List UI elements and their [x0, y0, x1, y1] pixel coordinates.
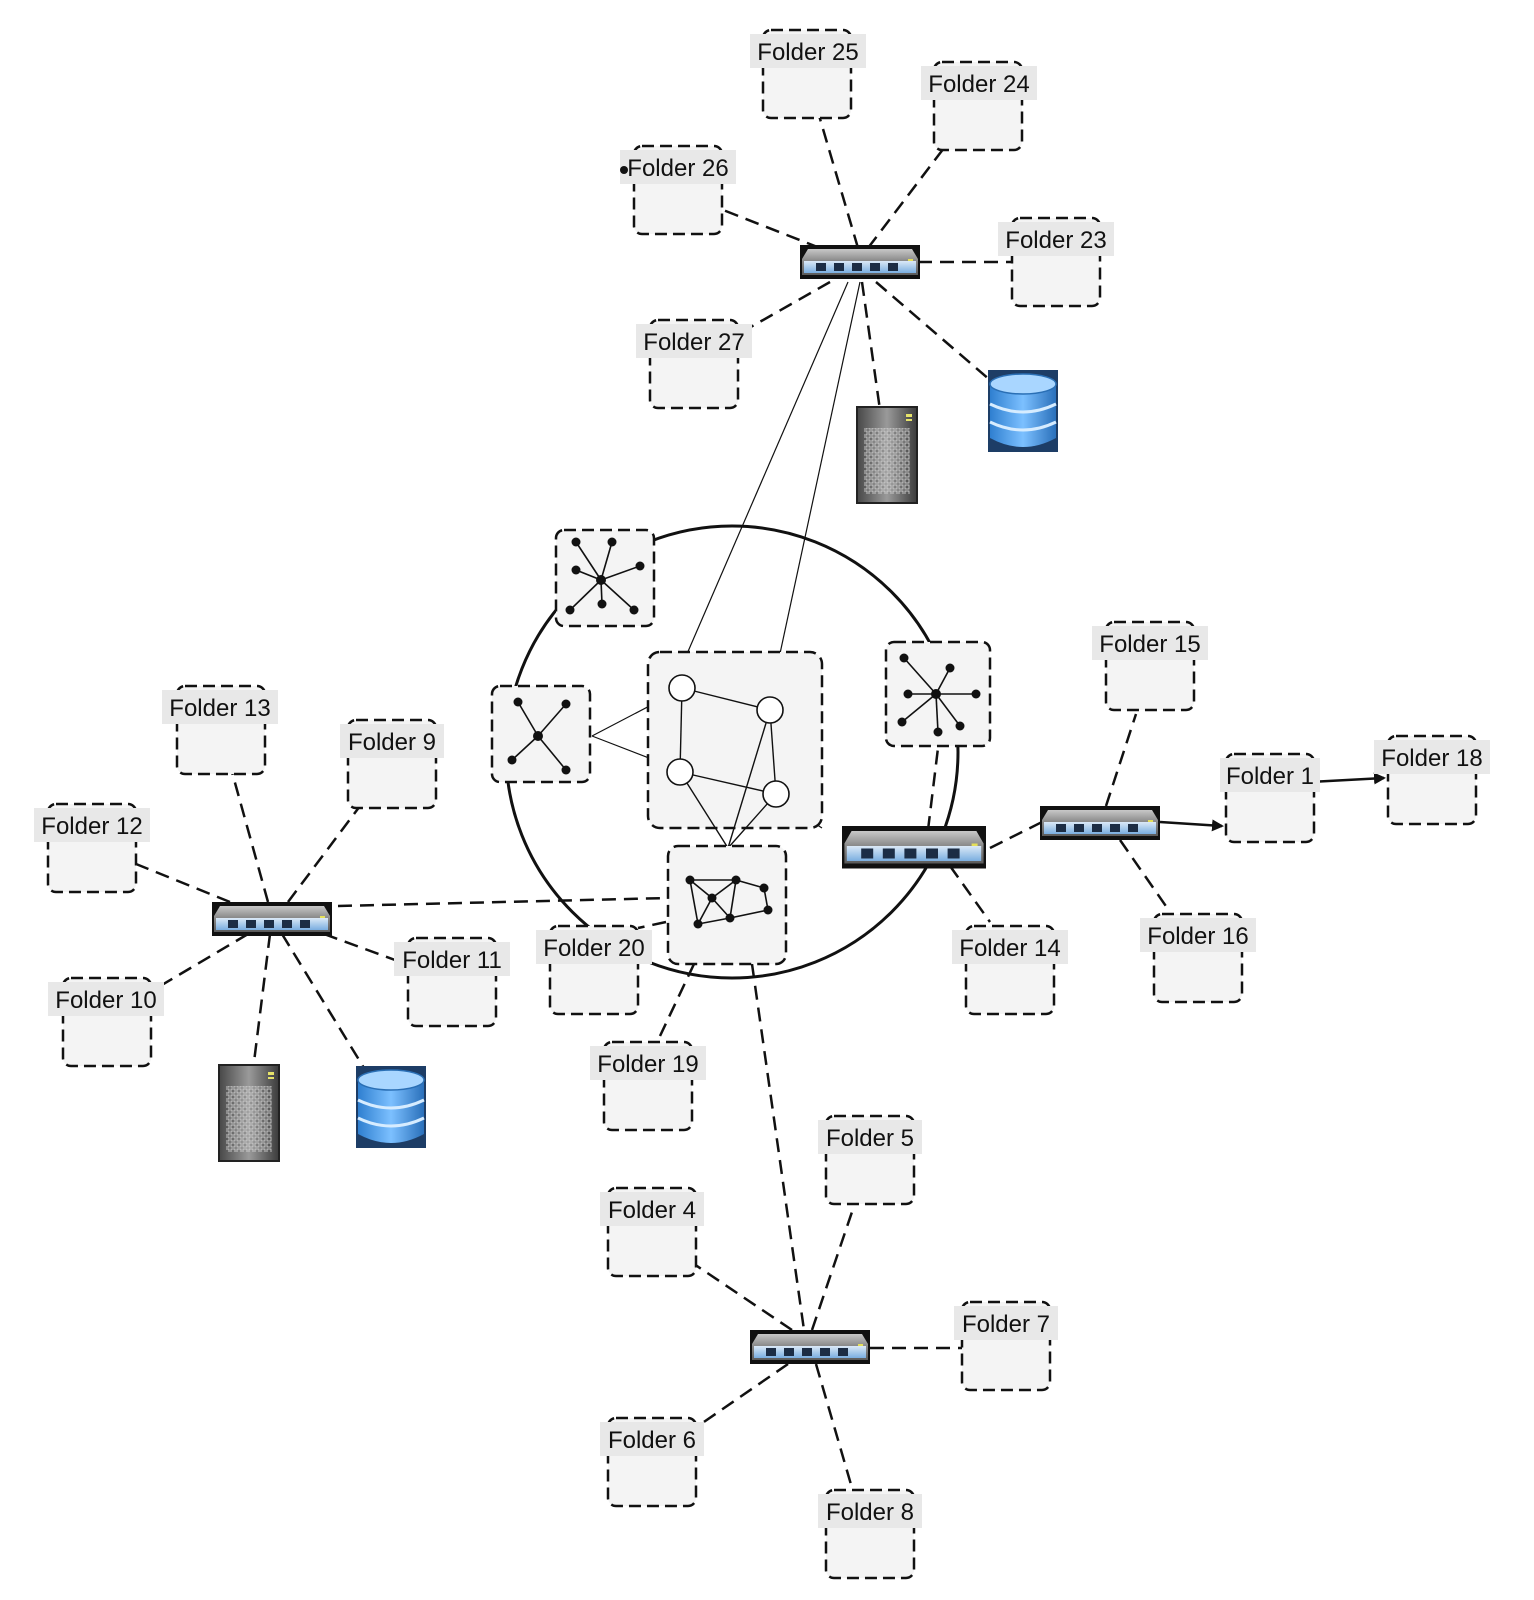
folder-24-label: Folder 24 — [928, 71, 1029, 98]
edge-mesh2-folder20 — [637, 920, 667, 930]
edge-left-switch-mesh2 — [337, 896, 669, 908]
star-network-icon[interactable] — [884, 640, 992, 748]
edge-left-switch-folder9 — [287, 805, 361, 903]
network-switch-icon[interactable] — [842, 826, 986, 869]
edge-mesh2-folder19 — [658, 963, 696, 1037]
edge-left-switch-folder13 — [230, 771, 270, 903]
folder-15[interactable]: Folder 15 — [1092, 620, 1208, 712]
folder-8-label: Folder 8 — [826, 1499, 914, 1526]
network-switch-icon[interactable] — [212, 902, 332, 936]
folder-13[interactable]: Folder 13 — [162, 684, 278, 776]
folder-8[interactable]: Folder 8 — [818, 1488, 922, 1580]
database-icon[interactable] — [354, 1064, 428, 1150]
folder-9-label: Folder 9 — [348, 729, 436, 756]
folder-25-label: Folder 25 — [757, 39, 858, 66]
folder-20-label: Folder 20 — [543, 935, 644, 962]
folder-1-label: Folder 1 — [1226, 763, 1314, 790]
folder-10-label: Folder 10 — [55, 987, 156, 1014]
folder-5[interactable]: Folder 5 — [818, 1114, 922, 1206]
edge-right-switch-folder15 — [1104, 713, 1138, 807]
edge-mesh2-bottom-switch — [750, 963, 806, 1331]
folder-13-label: Folder 13 — [169, 695, 270, 722]
edge-top-switch-folder25 — [816, 111, 860, 249]
folder-7-label: Folder 7 — [962, 1311, 1050, 1338]
folder-18-label: Folder 18 — [1381, 745, 1482, 772]
edge-top-switch-mesh-a — [679, 281, 849, 671]
folder-5-label: Folder 5 — [826, 1125, 914, 1152]
folder-4[interactable]: Folder 4 — [600, 1186, 704, 1278]
folder-25[interactable]: Folder 25 — [750, 28, 866, 120]
edge-bottom-switch-folder8 — [814, 1363, 854, 1489]
folder-1[interactable]: Folder 1 — [1220, 752, 1320, 844]
server-tower-icon[interactable] — [218, 1064, 280, 1162]
edge-folder1-folder18-arrow — [1309, 772, 1386, 785]
network-switch-icon[interactable] — [800, 245, 920, 279]
folder-27-label: Folder 27 — [643, 329, 744, 356]
folder-19-label: Folder 19 — [597, 1051, 698, 1078]
edge-bottom-switch-folder4 — [693, 1262, 793, 1332]
edge-center-switch-right-switch — [989, 820, 1043, 850]
edge-center-switch-folder14 — [948, 865, 992, 923]
edge-right-switch-folder1-arrow — [1159, 819, 1224, 832]
edge-bottom-switch-folder6 — [697, 1362, 789, 1428]
folder-16[interactable]: Folder 16 — [1140, 912, 1256, 1004]
server-tower-icon[interactable] — [856, 406, 918, 504]
folder-12-label: Folder 12 — [41, 813, 142, 840]
folder-23[interactable]: Folder 23 — [998, 216, 1114, 308]
folder-23-label: Folder 23 — [1005, 227, 1106, 254]
folder-6-label: Folder 6 — [608, 1427, 696, 1454]
folder-26-anchor-dot — [620, 166, 628, 174]
folder-11[interactable]: Folder 11 — [394, 936, 510, 1028]
edge-left-switch-server — [252, 933, 272, 1063]
network-switch-icon[interactable] — [1040, 806, 1160, 840]
folder-26[interactable]: Folder 26 — [620, 144, 736, 236]
edge-top-switch-folder24 — [867, 147, 945, 249]
edge-top-switch-folder26 — [717, 206, 821, 250]
edges-layer — [135, 111, 1386, 1489]
edge-top-switch-server — [860, 281, 882, 411]
star-network-icon[interactable] — [554, 528, 656, 628]
mesh-network-icon[interactable] — [666, 844, 788, 966]
folder-9[interactable]: Folder 9 — [340, 718, 444, 810]
edge-left-switch-folder10 — [149, 932, 249, 994]
edge-top-switch-folder27 — [741, 280, 831, 334]
edge-bottom-switch-folder5 — [810, 1205, 856, 1331]
mesh-network-icon[interactable] — [646, 650, 824, 849]
folder-26-label: Folder 26 — [627, 155, 728, 182]
folder-10[interactable]: Folder 10 — [48, 976, 164, 1068]
edge-center-switch-star2 — [926, 747, 940, 831]
folder-18[interactable]: Folder 18 — [1374, 734, 1490, 826]
folder-14[interactable]: Folder 14 — [952, 924, 1068, 1016]
edge-top-switch-mesh-b — [769, 281, 861, 701]
edge-right-switch-folder16 — [1118, 839, 1172, 913]
folder-6[interactable]: Folder 6 — [600, 1416, 704, 1508]
folder-24[interactable]: Folder 24 — [921, 60, 1037, 152]
folder-27[interactable]: Folder 27 — [636, 318, 752, 410]
folder-11-label: Folder 11 — [402, 947, 502, 974]
folder-14-label: Folder 14 — [959, 935, 1060, 962]
edge-left-switch-folder11 — [323, 932, 407, 966]
folder-16-label: Folder 16 — [1147, 923, 1248, 950]
star-network-icon[interactable] — [490, 684, 592, 784]
folder-20[interactable]: Folder 20 — [536, 924, 652, 1016]
edge-left-switch-folder12 — [135, 862, 231, 904]
edge-top-switch-database — [875, 281, 991, 381]
edge-left-switch-database — [280, 933, 366, 1069]
database-icon[interactable] — [986, 368, 1060, 454]
folder-19[interactable]: Folder 19 — [590, 1040, 706, 1132]
folder-15-label: Folder 15 — [1099, 631, 1200, 658]
folder-4-label: Folder 4 — [608, 1197, 696, 1224]
folder-7[interactable]: Folder 7 — [954, 1300, 1058, 1392]
network-switch-icon[interactable] — [750, 1330, 870, 1364]
folder-12[interactable]: Folder 12 — [34, 802, 150, 894]
